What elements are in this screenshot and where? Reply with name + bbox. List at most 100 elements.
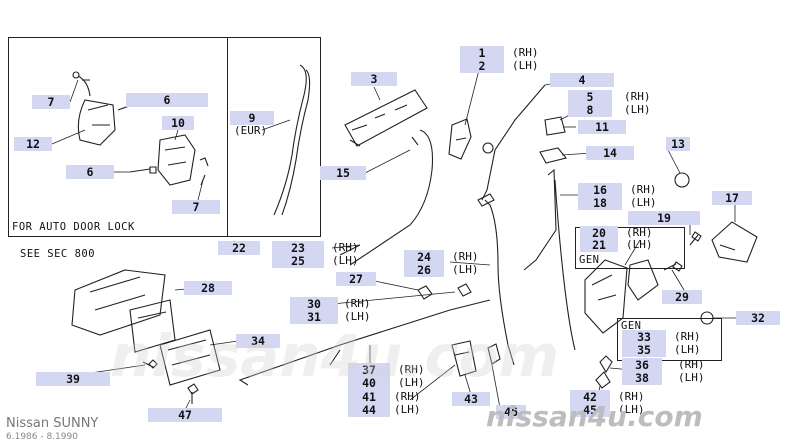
part-label[interactable]: 28 xyxy=(184,281,232,295)
part-label[interactable]: 18 xyxy=(578,196,622,210)
part-label[interactable]: 43 xyxy=(452,392,490,406)
clip-on-rod xyxy=(477,193,495,207)
part-label[interactable]: 5 xyxy=(568,90,612,104)
lh-tag: (LH) xyxy=(618,403,645,416)
actuator-bracket xyxy=(77,99,116,146)
part-label[interactable]: 38 xyxy=(622,371,662,385)
rh-tag: (RH) xyxy=(624,90,651,103)
part-label[interactable]: 12 xyxy=(14,137,52,151)
part-label[interactable]: 24 xyxy=(404,250,444,264)
lh-tag: (LH) xyxy=(344,310,371,323)
part-label[interactable]: 35 xyxy=(622,343,666,357)
watermark-faint: nissan4u.com xyxy=(110,322,559,390)
lh-tag: (LH) xyxy=(630,196,657,209)
rod-30-31 xyxy=(238,299,491,386)
part-label[interactable]: 21 xyxy=(580,238,618,252)
part-label[interactable]: 42 xyxy=(570,390,610,404)
clip-27 xyxy=(417,285,433,300)
clip-36-38 xyxy=(599,355,613,374)
rh-tag: (RH) xyxy=(678,358,705,371)
eur-tag: (EUR) xyxy=(234,124,268,137)
rh-tag: (RH) xyxy=(630,183,657,196)
screw-47 xyxy=(187,383,199,404)
part-label[interactable]: 33 xyxy=(622,330,666,344)
clip-42-45 xyxy=(595,371,611,389)
part-label[interactable]: 29 xyxy=(662,290,702,304)
rod-16-18 xyxy=(523,168,576,351)
lh-tag: (LH) xyxy=(398,376,425,389)
door-lock-20-21 xyxy=(584,259,628,334)
rod-24-26 xyxy=(484,199,515,366)
part-label[interactable]: 32 xyxy=(736,311,780,325)
knob-11 xyxy=(544,116,566,136)
part-label[interactable]: 36 xyxy=(622,358,662,372)
remote-lever xyxy=(627,259,659,301)
part-label[interactable]: 7 xyxy=(32,95,70,109)
rh-tag: (RH) xyxy=(674,330,701,343)
lh-tag: (LH) xyxy=(678,371,705,384)
part-label[interactable]: 45 xyxy=(570,403,610,417)
part-label[interactable]: 6 xyxy=(126,93,208,107)
part-label[interactable]: 31 xyxy=(290,310,338,324)
part-label[interactable]: 13 xyxy=(666,137,690,151)
part-label[interactable]: 17 xyxy=(712,191,752,205)
handle-bezel-28 xyxy=(71,269,166,336)
part-label[interactable]: 16 xyxy=(578,183,622,197)
rod-15 xyxy=(349,129,434,266)
part-label[interactable]: 37 xyxy=(348,363,390,377)
screw-6-bottom xyxy=(129,166,157,174)
clip-7 xyxy=(72,71,80,79)
eur-divider xyxy=(227,37,228,237)
rh-tag: (RH) xyxy=(394,390,421,403)
part-label[interactable]: 1 xyxy=(460,46,504,60)
model-name: Nissan SUNNY xyxy=(6,416,99,431)
lh-tag: (LH) xyxy=(332,254,359,267)
motor-10 xyxy=(157,134,196,186)
lh-tag: (LH) xyxy=(394,403,421,416)
part-label[interactable]: 46 xyxy=(496,405,526,419)
part-label[interactable]: 26 xyxy=(404,263,444,277)
part-label[interactable]: 41 xyxy=(348,390,390,404)
part-label[interactable]: 14 xyxy=(586,146,634,160)
striker-17 xyxy=(711,221,758,263)
part-label[interactable]: 30 xyxy=(290,297,338,311)
part-label[interactable]: 3 xyxy=(351,72,397,86)
clip-7b xyxy=(199,157,209,186)
gen-frame-b xyxy=(617,318,722,361)
rh-tag: (RH) xyxy=(332,241,359,254)
part-label[interactable]: 39 xyxy=(36,372,110,386)
part-label[interactable]: 19 xyxy=(628,211,700,225)
part-label[interactable]: 6 xyxy=(66,165,114,179)
rod-4 xyxy=(481,84,546,201)
escutcheon-34 xyxy=(159,329,221,386)
part-label[interactable]: 27 xyxy=(336,272,376,286)
part-label[interactable]: 8 xyxy=(568,103,612,117)
part-label[interactable]: 22 xyxy=(218,241,260,255)
part-label[interactable]: 34 xyxy=(236,334,280,348)
rh-tag: (RH) xyxy=(626,226,653,239)
cap-13 xyxy=(674,172,690,188)
part-label[interactable]: 47 xyxy=(148,408,222,422)
see-sec-note: SEE SEC 800 xyxy=(20,248,96,260)
watermark-text: nissan4u.com xyxy=(486,400,703,433)
lh-tag: (LH) xyxy=(624,103,651,116)
key-cylinder xyxy=(448,118,472,160)
part-label[interactable]: 10 xyxy=(162,116,194,130)
part-label[interactable]: 23 xyxy=(272,241,324,255)
part-label[interactable]: 11 xyxy=(578,120,626,134)
screw-29 xyxy=(663,261,683,272)
part-label[interactable]: 20 xyxy=(580,226,618,240)
actuator-rod xyxy=(77,75,91,97)
part-label[interactable]: 40 xyxy=(348,376,390,390)
part-label[interactable]: 44 xyxy=(348,403,390,417)
lh-tag: (LH) xyxy=(626,238,653,251)
auto-door-lock-frame xyxy=(8,37,321,237)
part-label[interactable]: 25 xyxy=(272,254,324,268)
part-label[interactable]: 15 xyxy=(320,166,366,180)
part-label[interactable]: 4 xyxy=(550,73,614,87)
rh-tag: (RH) xyxy=(512,46,539,59)
part-label[interactable]: 7 xyxy=(172,200,220,214)
part-label[interactable]: 9 xyxy=(230,111,274,125)
part-label[interactable]: 2 xyxy=(460,59,504,73)
